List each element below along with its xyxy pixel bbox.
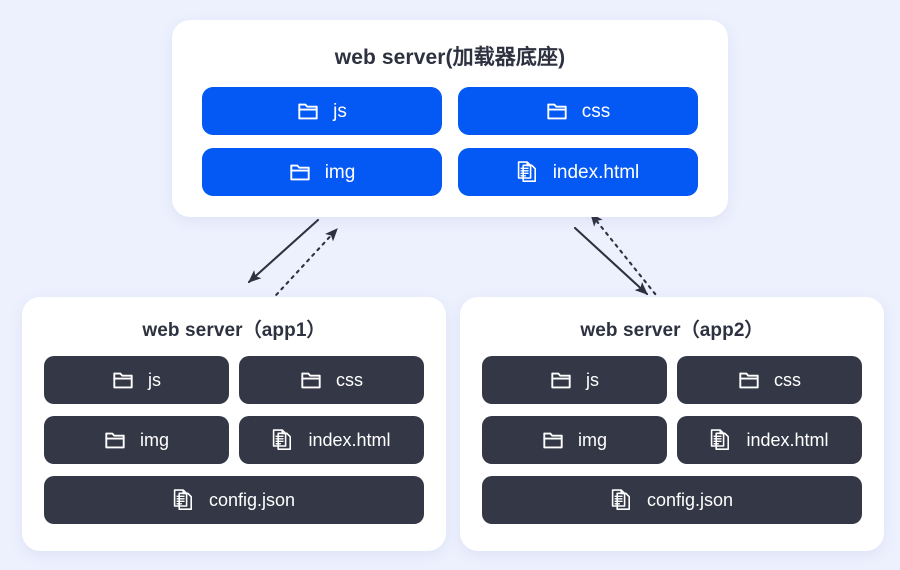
item-config-json[interactable]: config.json <box>44 476 424 524</box>
folder-icon <box>300 370 322 391</box>
item-label: index.html <box>308 430 391 450</box>
item-css[interactable]: css <box>458 87 698 135</box>
item-label: img <box>577 430 607 450</box>
folder-icon <box>289 162 311 183</box>
arrow-app1-to-top <box>264 227 339 308</box>
item-js[interactable]: js <box>44 356 229 404</box>
item-css[interactable]: css <box>239 356 424 404</box>
item-label: index.html <box>552 161 640 183</box>
card-title-app1: web server（app1） <box>142 320 326 341</box>
item-grid-app2: js css img index.html config.json <box>460 356 884 524</box>
item-label: js <box>586 370 599 390</box>
document-icon <box>173 488 195 512</box>
folder-icon <box>104 430 126 451</box>
arrow-app2-to-top <box>589 212 662 302</box>
item-index-html[interactable]: index.html <box>239 416 424 464</box>
item-index-html[interactable]: index.html <box>458 148 698 196</box>
arrow-top-to-app1 <box>247 218 320 284</box>
folder-icon <box>542 430 564 451</box>
item-js[interactable]: js <box>202 87 442 135</box>
item-label: css <box>581 100 611 122</box>
item-css[interactable]: css <box>677 356 862 404</box>
folder-icon <box>550 370 572 391</box>
item-label: img <box>324 161 356 183</box>
card-web-server-app1: web server（app1） js css img index.html confi… <box>22 297 446 551</box>
item-js[interactable]: js <box>482 356 667 404</box>
item-config-json[interactable]: config.json <box>482 476 862 524</box>
item-img[interactable]: img <box>482 416 667 464</box>
item-label: img <box>139 430 169 450</box>
item-label: index.html <box>746 430 829 450</box>
item-grid-base: js css img index.html <box>172 87 728 196</box>
card-web-server-app2: web server（app2） js css img index.html confi… <box>460 297 884 551</box>
item-index-html[interactable]: index.html <box>677 416 862 464</box>
item-label: js <box>148 370 161 390</box>
item-label: js <box>333 100 347 122</box>
document-icon <box>710 428 732 452</box>
item-img[interactable]: img <box>202 148 442 196</box>
card-title-base: web server(加载器底座) <box>334 46 566 69</box>
document-icon <box>517 160 539 184</box>
card-title-app2: web server（app2） <box>580 320 764 341</box>
arrow-top-to-app2 <box>573 226 649 296</box>
item-label: css <box>336 370 363 390</box>
item-label: config.json <box>646 490 734 510</box>
document-icon <box>272 428 294 452</box>
folder-icon <box>297 101 319 122</box>
card-web-server-base: web server(加载器底座) js css img index.html <box>172 20 728 217</box>
folder-icon <box>738 370 760 391</box>
folder-icon <box>112 370 134 391</box>
item-label: config.json <box>208 490 296 510</box>
document-icon <box>611 488 633 512</box>
folder-icon <box>546 101 568 122</box>
item-img[interactable]: img <box>44 416 229 464</box>
item-grid-app1: js css img index.html config.json <box>22 356 446 524</box>
item-label: css <box>774 370 801 390</box>
